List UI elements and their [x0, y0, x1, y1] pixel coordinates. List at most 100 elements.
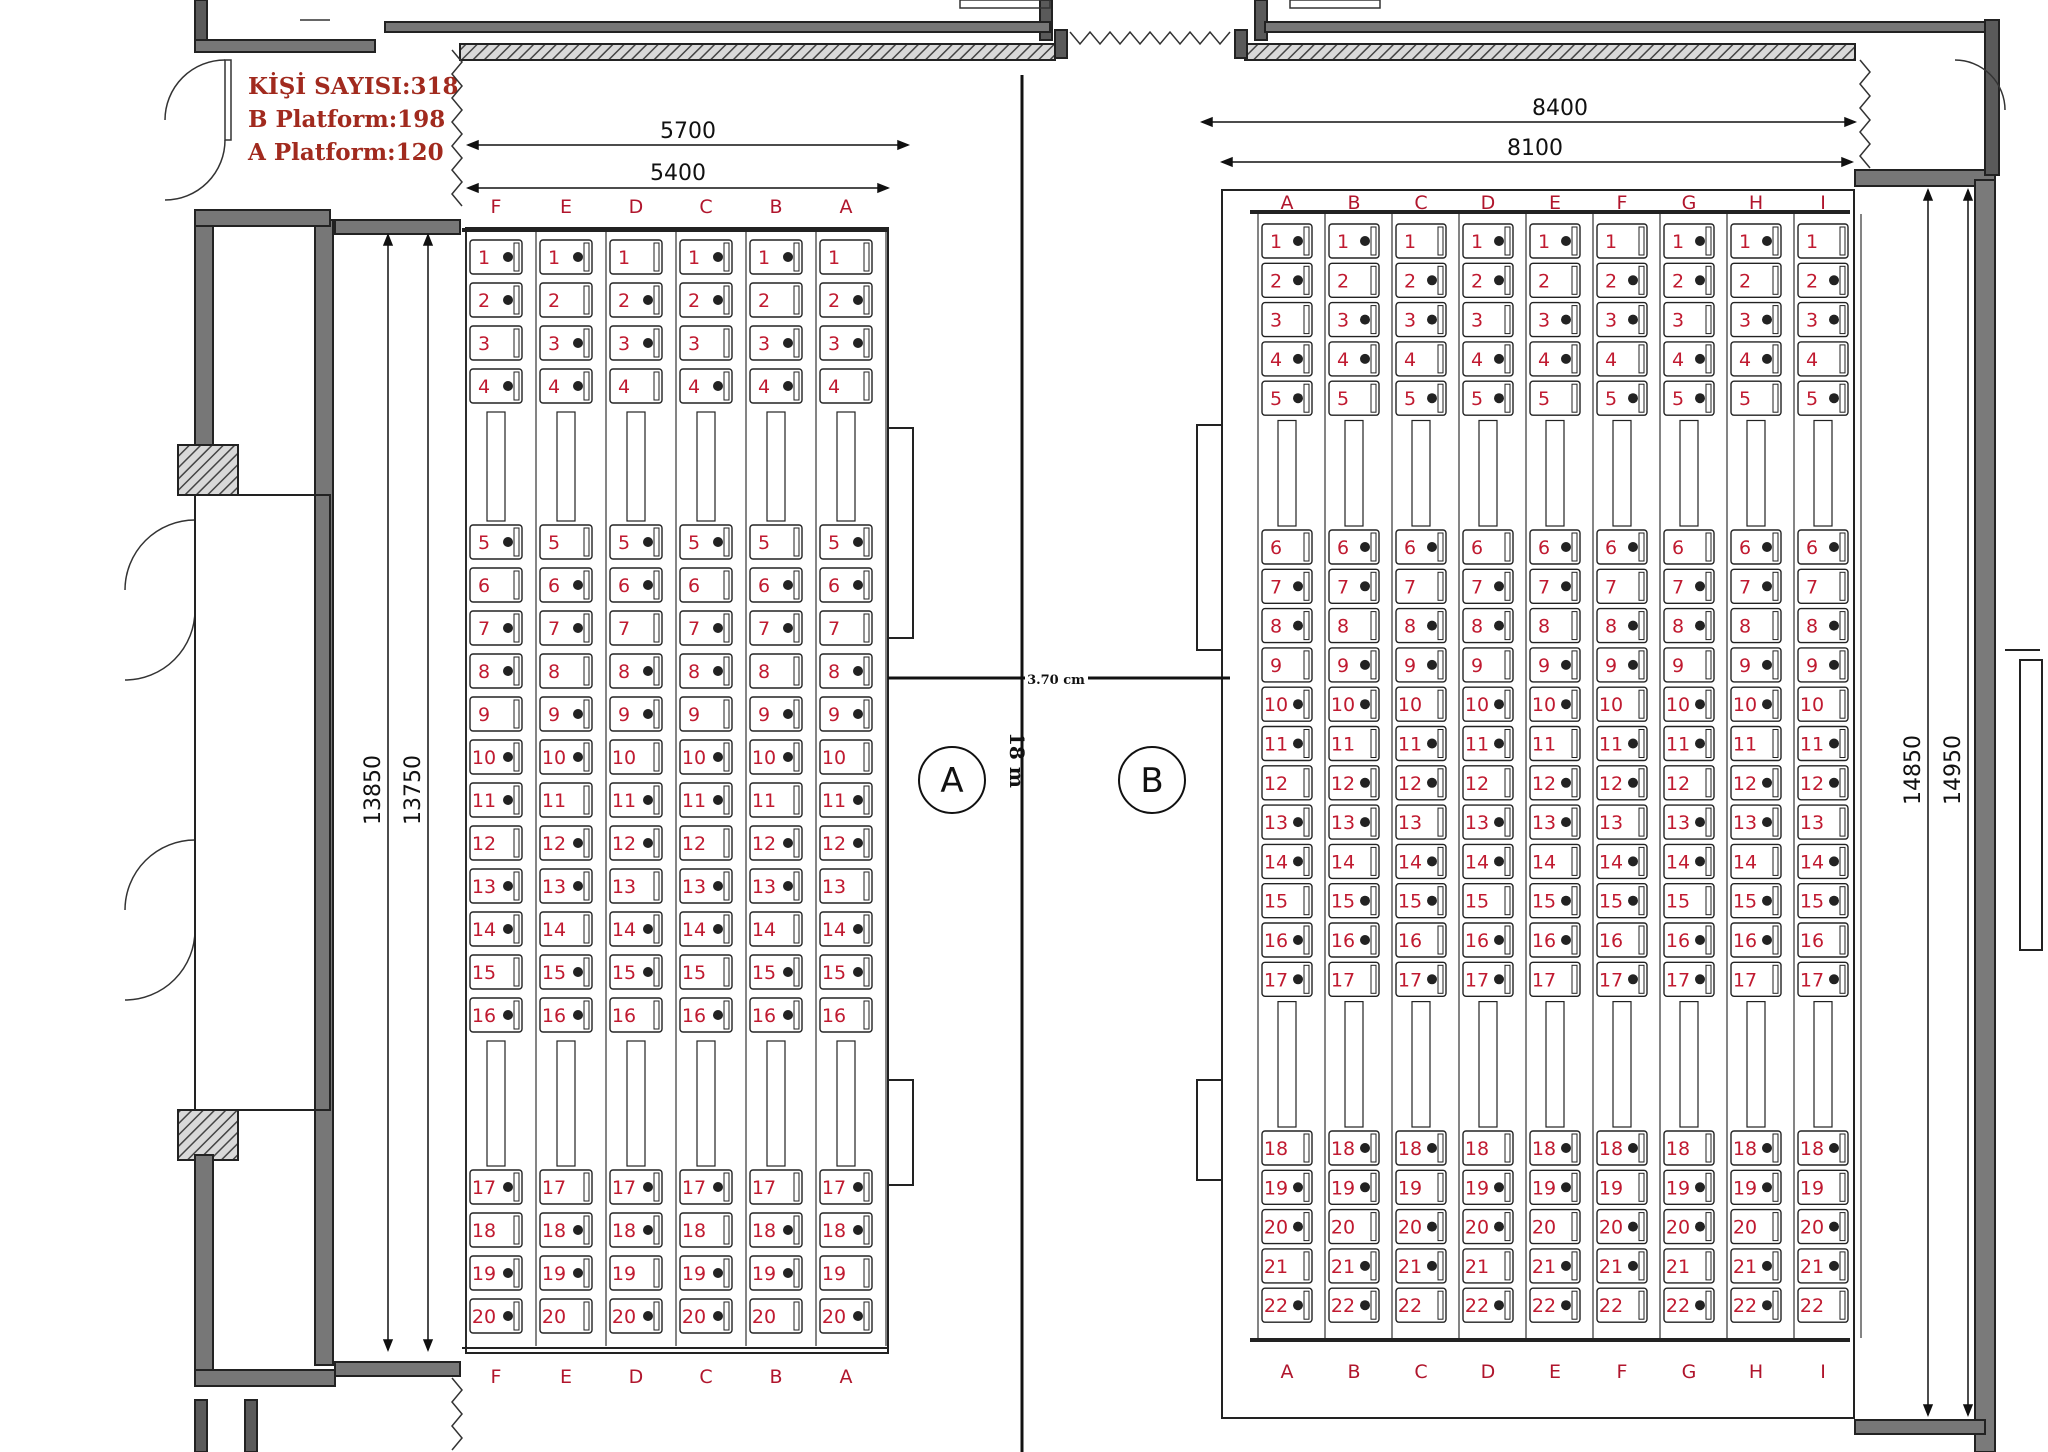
a-seat[interactable]: 15: [679, 954, 733, 990]
b-seat[interactable]: 18: [1261, 1130, 1313, 1166]
b-seat[interactable]: 18: [1663, 1130, 1715, 1166]
b-seat[interactable]: 7: [1261, 568, 1313, 604]
b-seat[interactable]: 18: [1328, 1130, 1380, 1166]
b-seat[interactable]: 2: [1596, 262, 1648, 298]
b-seat[interactable]: 20: [1395, 1208, 1447, 1245]
a-seat[interactable]: 19: [749, 1255, 803, 1291]
b-seat[interactable]: 19: [1797, 1169, 1849, 1206]
a-seat[interactable]: 3: [749, 325, 803, 361]
b-seat[interactable]: 11: [1261, 725, 1313, 762]
b-seat[interactable]: 5: [1596, 380, 1648, 416]
a-seat[interactable]: 8: [679, 653, 733, 689]
a-seat[interactable]: 11: [539, 782, 593, 818]
b-seat[interactable]: 22: [1797, 1287, 1849, 1323]
b-seat[interactable]: 12: [1261, 765, 1313, 801]
a-seat[interactable]: 9: [749, 696, 803, 732]
b-seat[interactable]: 16: [1663, 922, 1715, 958]
b-seat[interactable]: 9: [1462, 647, 1514, 683]
a-seat[interactable]: 15: [609, 954, 663, 990]
b-seat[interactable]: 7: [1663, 568, 1715, 604]
b-seat[interactable]: 16: [1797, 922, 1849, 958]
b-seat[interactable]: 9: [1529, 647, 1581, 683]
b-seat[interactable]: 14: [1395, 843, 1447, 880]
b-seat[interactable]: 20: [1596, 1208, 1648, 1245]
a-seat[interactable]: 14: [749, 911, 803, 947]
a-seat[interactable]: 19: [679, 1255, 733, 1291]
a-seat[interactable]: 10: [819, 739, 873, 775]
b-seat[interactable]: 2: [1529, 262, 1581, 298]
b-seat[interactable]: 14: [1663, 843, 1715, 880]
b-seat[interactable]: 14: [1730, 843, 1782, 880]
b-seat[interactable]: 18: [1395, 1130, 1447, 1166]
b-seat[interactable]: 14: [1462, 843, 1514, 880]
a-seat[interactable]: 10: [469, 739, 523, 775]
a-seat[interactable]: 9: [819, 696, 873, 732]
a-seat[interactable]: 13: [609, 868, 663, 904]
b-seat[interactable]: 16: [1395, 922, 1447, 958]
b-seat[interactable]: 8: [1395, 607, 1447, 644]
a-seat[interactable]: 8: [609, 653, 663, 689]
a-seat[interactable]: 18: [679, 1212, 733, 1248]
a-seat[interactable]: 18: [539, 1212, 593, 1248]
b-seat[interactable]: 22: [1730, 1287, 1782, 1323]
a-seat[interactable]: 4: [609, 368, 663, 404]
b-seat[interactable]: 8: [1462, 607, 1514, 644]
a-seat[interactable]: 11: [609, 782, 663, 818]
b-seat[interactable]: 15: [1730, 883, 1782, 919]
b-seat[interactable]: 5: [1663, 380, 1715, 416]
b-seat[interactable]: 16: [1529, 922, 1581, 958]
a-seat[interactable]: 12: [749, 825, 803, 861]
a-seat[interactable]: 15: [749, 954, 803, 990]
b-seat[interactable]: 16: [1261, 922, 1313, 958]
b-seat[interactable]: 9: [1328, 647, 1380, 683]
b-seat[interactable]: 1: [1328, 223, 1380, 259]
a-seat[interactable]: 6: [609, 567, 663, 603]
a-seat[interactable]: 14: [539, 911, 593, 947]
b-seat[interactable]: 2: [1730, 262, 1782, 298]
b-seat[interactable]: 16: [1328, 922, 1380, 958]
a-seat[interactable]: 9: [539, 696, 593, 732]
b-seat[interactable]: 8: [1328, 607, 1380, 644]
a-seat[interactable]: 17: [679, 1169, 733, 1205]
b-seat[interactable]: 6: [1395, 529, 1447, 565]
a-seat[interactable]: 17: [539, 1169, 593, 1205]
b-seat[interactable]: 4: [1529, 341, 1581, 377]
b-seat[interactable]: 14: [1328, 843, 1380, 880]
b-seat[interactable]: 10: [1462, 686, 1514, 722]
a-seat[interactable]: 7: [609, 610, 663, 646]
b-seat[interactable]: 21: [1797, 1248, 1849, 1284]
b-seat[interactable]: 19: [1261, 1169, 1313, 1206]
a-seat[interactable]: 12: [469, 825, 523, 861]
b-seat[interactable]: 1: [1261, 223, 1313, 259]
b-seat[interactable]: 15: [1328, 883, 1380, 919]
b-seat[interactable]: 10: [1596, 686, 1648, 722]
b-seat[interactable]: 19: [1395, 1169, 1447, 1206]
b-seat[interactable]: 7: [1395, 568, 1447, 604]
a-seat[interactable]: 19: [539, 1255, 593, 1291]
b-seat[interactable]: 5: [1395, 380, 1447, 416]
b-seat[interactable]: 2: [1261, 262, 1313, 298]
a-seat[interactable]: 20: [609, 1298, 663, 1334]
b-seat[interactable]: 12: [1395, 765, 1447, 801]
b-seat[interactable]: 10: [1261, 686, 1313, 722]
b-seat[interactable]: 1: [1596, 223, 1648, 259]
b-seat[interactable]: 20: [1797, 1208, 1849, 1245]
b-seat[interactable]: 15: [1395, 883, 1447, 919]
a-seat[interactable]: 3: [609, 325, 663, 361]
b-seat[interactable]: 13: [1663, 804, 1715, 840]
b-seat[interactable]: 14: [1261, 843, 1313, 880]
a-seat[interactable]: 11: [749, 782, 803, 818]
b-seat[interactable]: 1: [1797, 223, 1849, 259]
a-seat[interactable]: 13: [469, 868, 523, 904]
b-seat[interactable]: 15: [1462, 883, 1514, 919]
a-seat[interactable]: 12: [819, 825, 873, 861]
a-seat[interactable]: 6: [819, 567, 873, 603]
a-seat[interactable]: 2: [679, 282, 733, 318]
b-seat[interactable]: 4: [1328, 341, 1380, 377]
b-seat[interactable]: 11: [1596, 725, 1648, 762]
b-seat[interactable]: 9: [1663, 647, 1715, 683]
b-seat[interactable]: 19: [1730, 1169, 1782, 1206]
b-seat[interactable]: 4: [1596, 341, 1648, 377]
a-seat[interactable]: 1: [679, 239, 733, 275]
b-seat[interactable]: 18: [1529, 1130, 1581, 1166]
